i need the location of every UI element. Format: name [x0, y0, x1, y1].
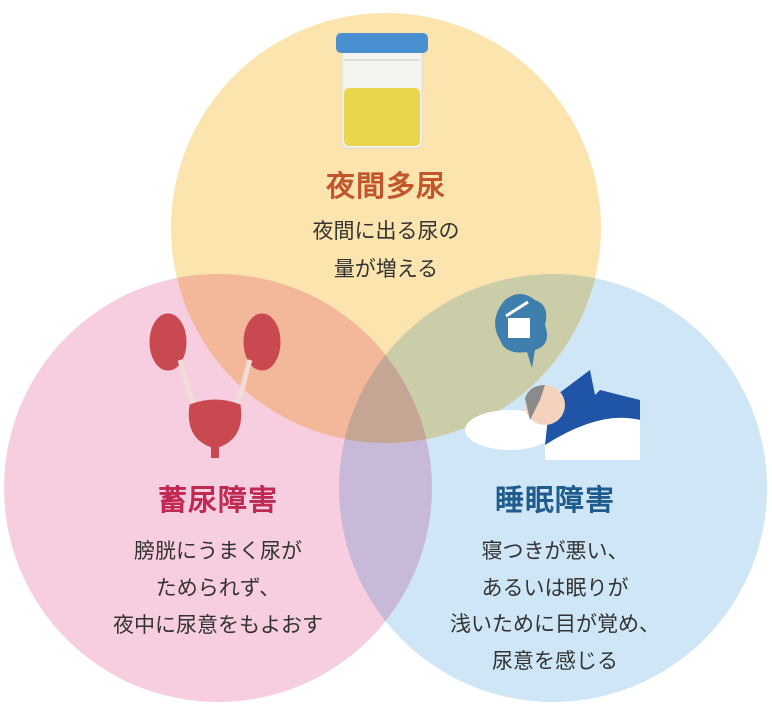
set-title-nocturnal-polyuria: 夜間多尿 [325, 169, 447, 203]
kidney-bladder-icon [149, 313, 281, 458]
urine-cup-icon [336, 33, 428, 149]
set-desc-line: 寝つきが悪い、 [481, 539, 629, 563]
set-desc-line: 夜中に尿意をもよおす [113, 613, 323, 637]
set-desc-line: 尿意を感じる [492, 649, 618, 673]
set-title-storage-disorder: 蓄尿障害 [157, 483, 279, 517]
set-desc-line: 膀胱にうまく尿が [134, 539, 302, 563]
set-title-sleep-disorder: 睡眠障害 [494, 483, 616, 517]
set-desc-line: ためられず、 [155, 576, 281, 600]
set-desc-line: あるいは眠りが [481, 576, 629, 600]
circle-storage-disorder [4, 274, 432, 702]
set-desc-line: 夜間に出る尿の [312, 219, 460, 243]
set-desc-line: 量が増える [333, 257, 439, 281]
set-desc-line: 浅いために目が覚め、 [450, 612, 660, 636]
sleeping-man-icon [465, 294, 640, 460]
circle-sleep-disorder [339, 274, 767, 702]
